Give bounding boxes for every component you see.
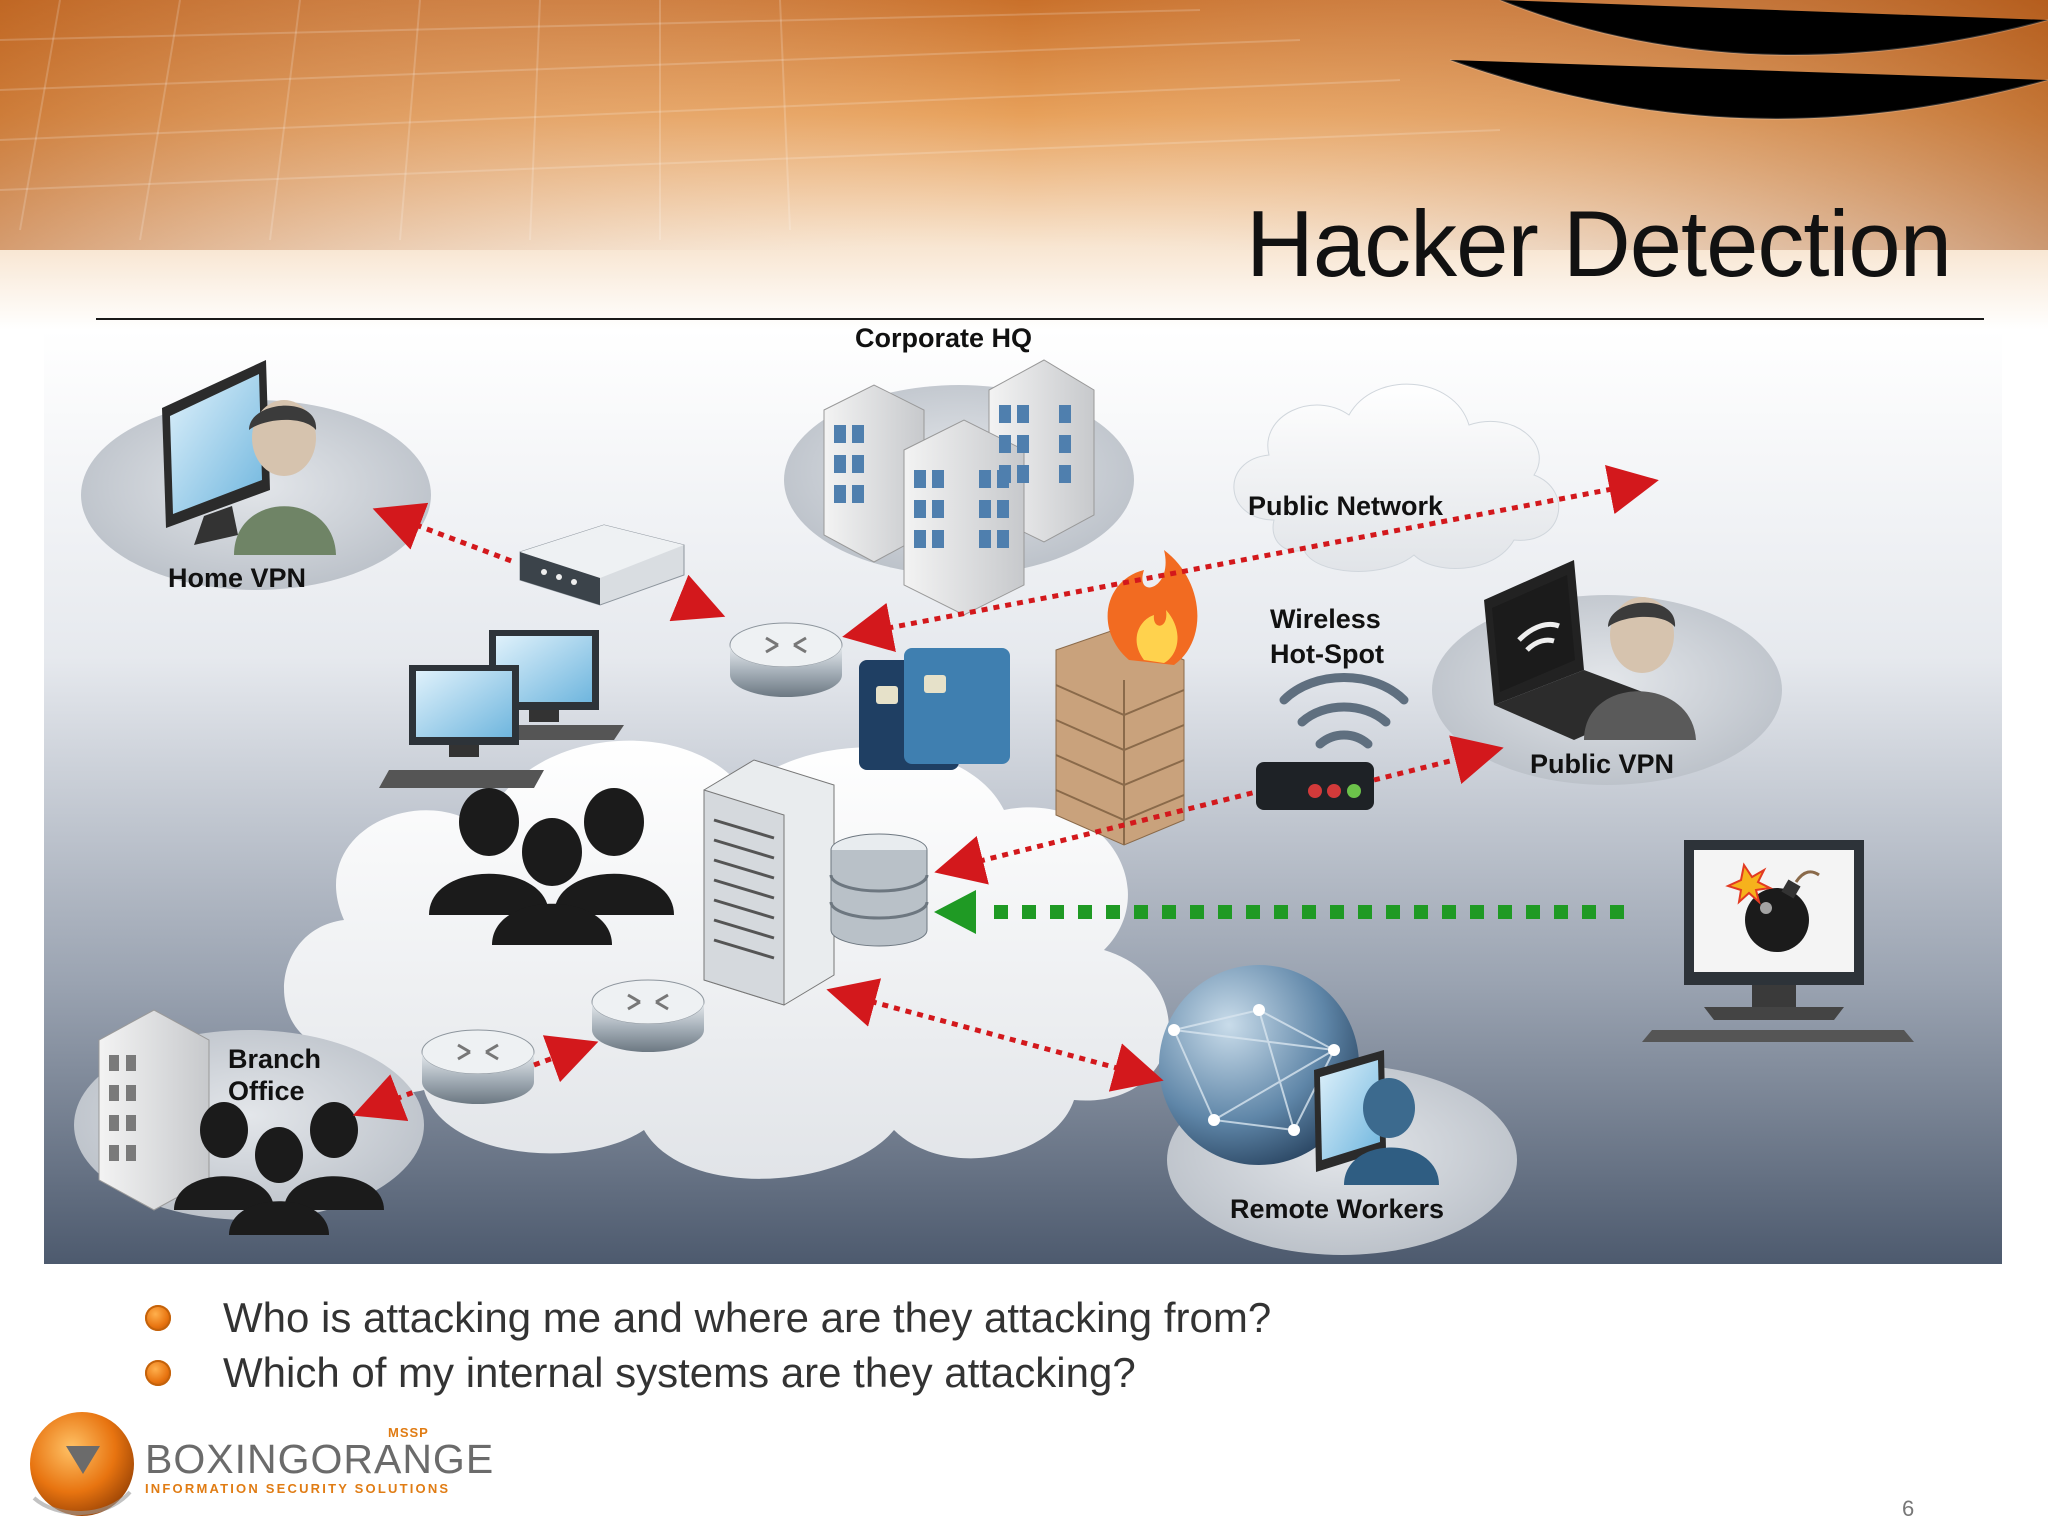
hotspot-device-icon (1256, 762, 1374, 810)
network-links (352, 464, 1659, 1121)
building-icon (98, 1009, 210, 1211)
bullet-text: Which of my internal systems are they at… (223, 1348, 1136, 1396)
database-icon (829, 833, 929, 947)
bullet-list: Who is attacking me and where are they a… (145, 1290, 1271, 1400)
router-icon (421, 1029, 535, 1104)
bullet-icon (145, 1359, 171, 1386)
workstation-icon (379, 630, 624, 788)
monitor-icon (162, 360, 270, 545)
network-diagram (44, 330, 2002, 1264)
globe-icon (1159, 965, 1359, 1165)
logo-mssp: MSSP (388, 1425, 429, 1440)
branch-label: Branch (228, 1044, 322, 1074)
title-divider (96, 318, 1984, 320)
user-group-icon (429, 788, 674, 945)
bullet-item: Which of my internal systems are they at… (145, 1345, 1271, 1400)
header-background (0, 0, 2048, 330)
logo-name: BOXINGORANGE (145, 1436, 495, 1482)
router-icon (591, 979, 705, 1052)
hotspot-label: Hot-Spot (1270, 639, 1384, 669)
remote-workers-label: Remote Workers (1230, 1194, 1445, 1224)
slide-title: Hacker Detection (1246, 191, 1952, 296)
logo-tagline: INFORMATION SECURITY SOLUTIONS (145, 1481, 451, 1496)
bullet-text: Who is attacking me and where are they a… (223, 1293, 1272, 1341)
modem-icon (519, 524, 685, 606)
bomb-icon (1725, 862, 1820, 952)
server-icon (703, 759, 835, 1006)
user-group-icon (174, 1102, 384, 1235)
person-icon (1344, 1078, 1439, 1185)
public-network-label: Public Network (1248, 491, 1444, 521)
credit-card-icon (859, 648, 1010, 770)
page-number: 6 (1902, 1496, 1915, 1521)
boxingorange-logo-icon (30, 1412, 134, 1516)
bullet-item: Who is attacking me and where are they a… (145, 1290, 1271, 1345)
person-icon (234, 400, 336, 555)
router-icon (729, 622, 843, 697)
monitor-icon (1314, 1050, 1386, 1172)
home-vpn-label: Home VPN (168, 563, 307, 593)
office-label: Office (228, 1076, 305, 1106)
wifi-icon (1279, 673, 1409, 749)
wireless-label: Wireless (1270, 604, 1381, 634)
public-vpn-label: Public VPN (1530, 749, 1675, 779)
bullet-icon (145, 1304, 171, 1331)
attack-path (934, 890, 1632, 934)
corporate-hq-label: Corporate HQ (855, 323, 1033, 353)
